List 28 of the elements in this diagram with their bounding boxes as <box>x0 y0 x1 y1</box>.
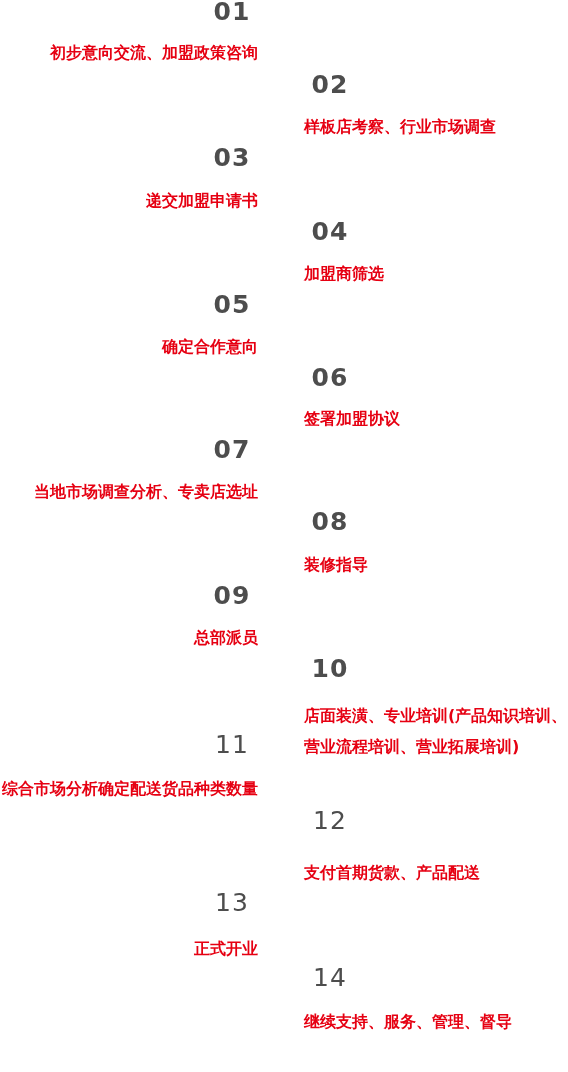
step-number: 12 <box>313 808 347 834</box>
step-description: 签署加盟协议 <box>304 409 400 429</box>
step-number: 07 <box>213 437 251 463</box>
step-number: 09 <box>213 583 251 609</box>
step-number: 05 <box>213 292 251 318</box>
step-description: 初步意向交流、加盟政策咨询 <box>50 43 258 63</box>
step-number: 03 <box>213 145 251 171</box>
step-number: 08 <box>311 509 349 535</box>
step-description: 加盟商筛选 <box>304 264 384 284</box>
step-description: 总部派员 <box>194 628 258 648</box>
step-number: 13 <box>215 890 249 916</box>
step-description: 递交加盟申请书 <box>146 191 258 211</box>
step-number: 06 <box>311 365 349 391</box>
step-description: 确定合作意向 <box>162 337 258 357</box>
step-description: 样板店考察、行业市场调查 <box>304 117 496 137</box>
step-description: 继续支持、服务、管理、督导 <box>304 1012 512 1032</box>
step-description: 当地市场调查分析、专卖店选址 <box>34 482 258 502</box>
step-number: 01 <box>213 0 251 25</box>
step-number: 14 <box>313 965 347 991</box>
step-number: 11 <box>215 732 249 758</box>
step-description: 支付首期货款、产品配送 <box>304 863 480 883</box>
step-number: 10 <box>311 656 349 682</box>
step-description: 正式开业 <box>194 939 258 959</box>
step-description: 装修指导 <box>304 555 368 575</box>
step-description: 店面装潢、专业培训(产品知识培训、营业流程培训、营业拓展培训) <box>304 705 568 758</box>
step-description: 综合市场分析确定配送货品种类数量 <box>2 779 258 799</box>
step-number: 02 <box>311 72 349 98</box>
step-number: 04 <box>311 219 349 245</box>
